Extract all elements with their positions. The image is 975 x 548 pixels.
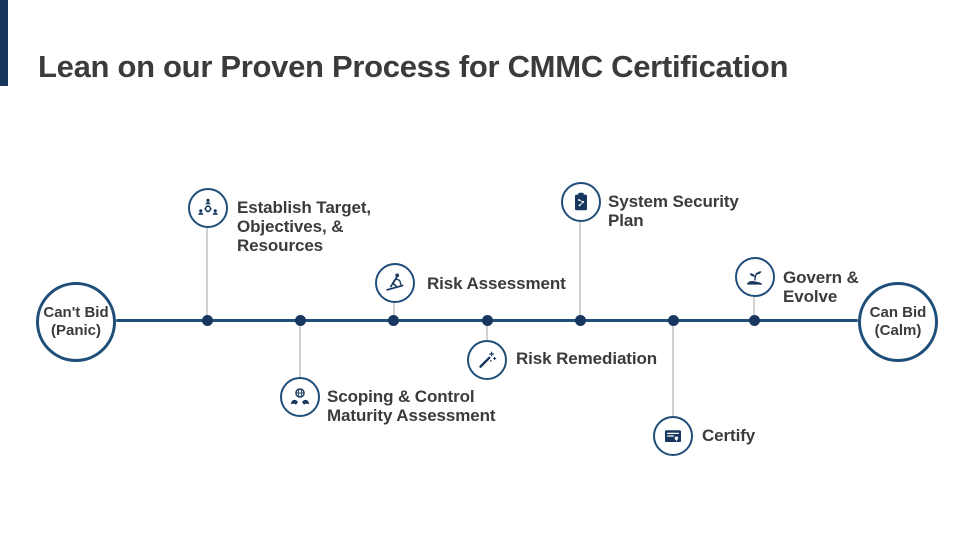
milestone-icon-establish-target — [188, 188, 228, 228]
milestone-label-scoping-control: Scoping & Control Maturity Assessment — [327, 387, 496, 425]
magic-wand-icon — [475, 348, 499, 372]
connector-line — [579, 222, 581, 320]
timeline-dot — [482, 315, 493, 326]
timeline-start-node: Can't Bid (Panic) — [36, 282, 116, 362]
clipboard-checklist-icon — [569, 190, 593, 214]
connector-line — [672, 323, 674, 416]
milestone-label-certify: Certify — [702, 426, 756, 445]
milestone-icon-risk-remediation — [467, 340, 507, 380]
timeline-dot — [749, 315, 760, 326]
connector-line — [753, 297, 755, 320]
timeline-dot — [575, 315, 586, 326]
milestone-icon-certify — [653, 416, 693, 456]
milestone-icon-risk-assessment — [375, 263, 415, 303]
certificate-icon — [661, 424, 685, 448]
timeline-dot — [295, 315, 306, 326]
globe-hands-icon — [288, 385, 312, 409]
timeline-end-node: Can Bid (Calm) — [858, 282, 938, 362]
milestone-icon-system-security-plan — [561, 182, 601, 222]
milestone-icon-govern-evolve — [735, 257, 775, 297]
sprout-hand-icon — [743, 265, 767, 289]
milestone-label-govern-evolve: Govern & Evolve — [783, 268, 859, 306]
skier-icon — [383, 271, 407, 295]
milestone-label-establish-target: Establish Target, Objectives, & Resource… — [237, 198, 372, 255]
page-title: Lean on our Proven Process for CMMC Cert… — [38, 48, 789, 84]
team-gear-icon — [196, 196, 220, 220]
milestone-label-risk-assessment: Risk Assessment — [427, 274, 566, 293]
timeline-dot — [388, 315, 399, 326]
milestone-icon-scoping-control — [280, 377, 320, 417]
milestone-label-risk-remediation: Risk Remediation — [516, 349, 658, 368]
connector-line — [299, 323, 301, 377]
timeline-dot — [668, 315, 679, 326]
connector-line — [206, 228, 208, 320]
connector-line — [486, 323, 488, 340]
timeline-dot — [202, 315, 213, 326]
milestone-label-system-security-plan: System Security Plan — [608, 192, 739, 230]
connector-line — [393, 303, 395, 320]
title-accent-bar — [0, 0, 8, 86]
